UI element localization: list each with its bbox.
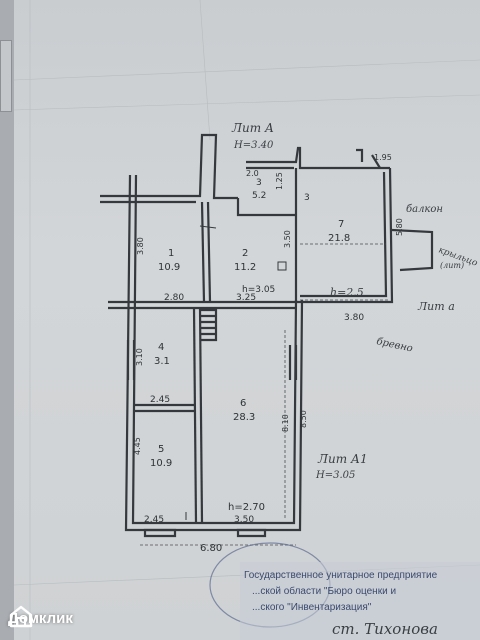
room-4-number: 4: [158, 342, 164, 353]
note-balcony: балкон: [406, 204, 443, 215]
room-2-height: h=3.05: [242, 285, 275, 295]
dim-3-80-left: 3.80: [136, 237, 145, 255]
room-2-number: 2: [242, 248, 248, 259]
paper-sheet: [14, 0, 480, 640]
room-1-area: 10.9: [158, 262, 180, 273]
dim-8-50: 8.50: [299, 410, 308, 428]
room-3-area: 5.2: [252, 191, 266, 201]
dim-5-80: 5.80: [395, 218, 404, 236]
room-6-area: 28.3: [233, 412, 255, 423]
dim-3: 3: [304, 193, 310, 203]
header-lit-a1-height: Н=3.05: [315, 470, 355, 481]
stamp-line-1: Государственное унитарное предприятие: [244, 570, 438, 581]
dim-6-80: 6.80: [200, 543, 222, 554]
dim-1-95: 1.95: [374, 153, 392, 162]
dim-4-45: 4.45: [133, 437, 142, 455]
room-6-number: 6: [240, 398, 246, 409]
room-4-area: 3.1: [154, 356, 170, 367]
note-wood: бревно: [375, 336, 413, 354]
room-7-number: 7: [338, 219, 344, 230]
stove-icon: [277, 261, 287, 271]
header-lit-a-small: Лит а: [417, 300, 455, 313]
header-lit-a: Лит А: [231, 121, 274, 135]
dim-2-0: 2.0: [246, 169, 259, 178]
dim-3-80-right: 3.80: [344, 313, 364, 323]
header-lit-a-height: Н=3.40: [233, 140, 274, 151]
room-2-area: 11.2: [234, 262, 256, 273]
walls: [100, 133, 434, 538]
official-stamp: Государственное унитарное предприятие ..…: [209, 542, 480, 640]
dim-3-50-mid: 3.50: [283, 230, 292, 248]
note-porch-sub: (лит): [440, 261, 464, 270]
room-7-height: h=2.5: [330, 286, 364, 299]
signature-name: ст. Тихонова: [332, 620, 438, 638]
dim-3-50-bottom: 3.50: [234, 515, 254, 525]
room-6-height: h=2.70: [228, 502, 265, 513]
room-1-number: 1: [168, 248, 174, 259]
dim-2-45-top: 2.45: [150, 395, 170, 405]
room-5-area: 10.9: [150, 458, 172, 469]
room-7-area: 21.8: [328, 233, 350, 244]
dim-3-25: 3.25: [236, 293, 256, 303]
dim-2-80: 2.80: [164, 293, 184, 303]
adjacent-document-edge: [0, 40, 12, 112]
domclick-logo-icon: [9, 605, 33, 628]
domclick-watermark: Домклик: [8, 604, 73, 632]
dim-1-25: 1.25: [275, 172, 284, 190]
dim-3-10: 3.10: [135, 348, 144, 366]
door-mark: [199, 225, 217, 229]
room-3-number: 3: [256, 178, 262, 188]
stamp-line-3: ...ского "Инвентаризация": [252, 602, 372, 613]
header-lit-a1: Лит А1: [317, 452, 368, 466]
dim-8-10: 8.10: [281, 414, 290, 432]
dim-2-45-bottom: 2.45: [144, 515, 164, 525]
room-5-number: 5: [158, 444, 164, 455]
background-strip: [0, 0, 14, 640]
stamp-line-2: ...ской области "Бюро оценки и: [252, 585, 396, 597]
